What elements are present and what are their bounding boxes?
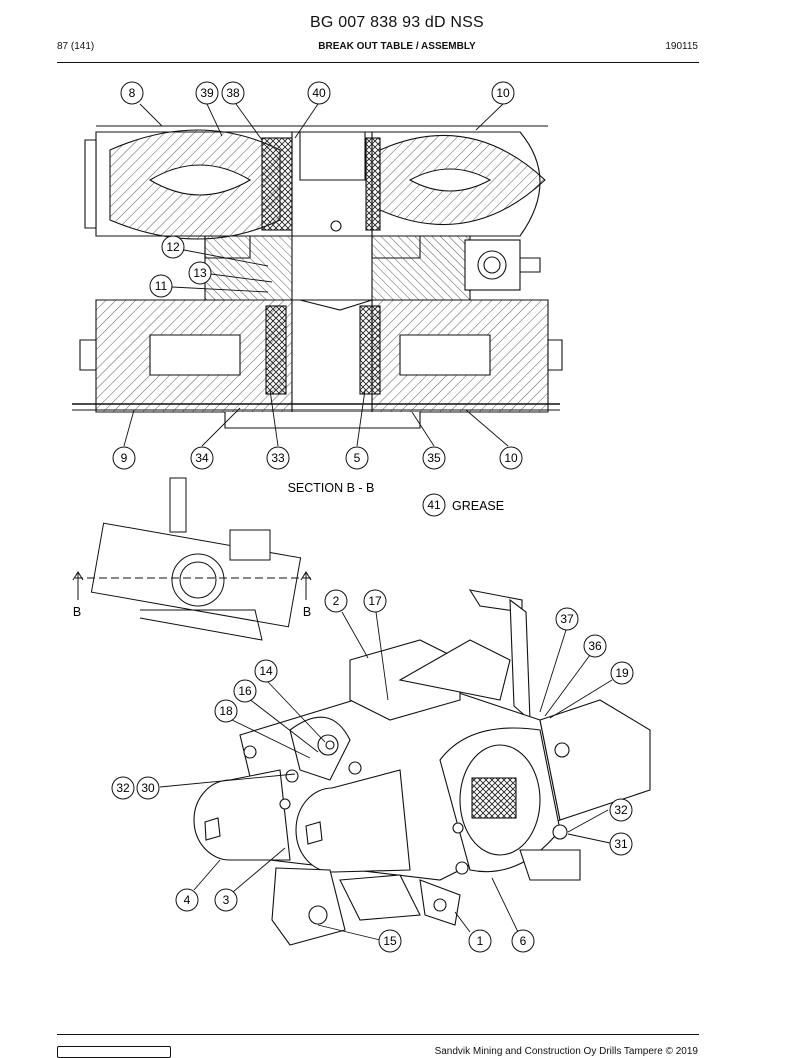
header-rule: [57, 62, 699, 63]
svg-text:15: 15: [383, 934, 397, 948]
svg-text:17: 17: [368, 594, 382, 608]
leader-lines: [123, 103, 509, 447]
svg-text:9: 9: [121, 451, 128, 465]
leader-lines-iso: [159, 611, 613, 941]
page-number: 87 (141): [57, 41, 95, 52]
svg-text:4: 4: [184, 893, 191, 907]
svg-text:19: 19: [615, 666, 629, 680]
callout-10-bottom: 10: [499, 446, 523, 470]
callout-3: 3: [214, 888, 238, 912]
callout-9: 9: [112, 446, 136, 470]
callout-35: 35: [422, 446, 446, 470]
grease-note: 41 GREASE: [422, 493, 504, 517]
callout-4: 4: [175, 888, 199, 912]
callout-37: 37: [555, 607, 579, 631]
svg-text:35: 35: [427, 451, 441, 465]
svg-text:39: 39: [200, 86, 214, 100]
callout-2: 2: [324, 589, 348, 613]
callout-14: 14: [254, 659, 278, 683]
callout-8: 8: [120, 81, 144, 105]
callout-1: 1: [468, 929, 492, 953]
callout-19: 19: [610, 661, 634, 685]
callout-12: 12: [161, 235, 185, 259]
callout-38: 38: [221, 81, 245, 105]
svg-text:18: 18: [219, 704, 233, 718]
svg-text:3: 3: [223, 893, 230, 907]
callout-31: 31: [609, 832, 633, 856]
callout-10-top: 10: [491, 81, 515, 105]
callout-15: 15: [378, 929, 402, 953]
svg-text:32: 32: [116, 781, 130, 795]
callout-5: 5: [345, 446, 369, 470]
document-number: BG 007 838 93 dD NSS: [310, 14, 484, 31]
callout-32-left: 32: [111, 776, 135, 800]
svg-text:10: 10: [496, 86, 510, 100]
cut-mark-left: B: [73, 605, 81, 619]
callout-17: 17: [363, 589, 387, 613]
revision-date: 190115: [665, 41, 698, 52]
svg-text:38: 38: [226, 86, 240, 100]
callout-18: 18: [214, 699, 238, 723]
grease-note-number: 41: [427, 498, 441, 512]
callout-33: 33: [266, 446, 290, 470]
callout-40: 40: [307, 81, 331, 105]
svg-text:32: 32: [614, 803, 628, 817]
footer-copyright: Sandvik Mining and Construction Oy Drill…: [434, 1046, 698, 1057]
callout-13: 13: [188, 261, 212, 285]
callout-16: 16: [233, 679, 257, 703]
grease-note-text: GREASE: [452, 499, 504, 513]
svg-text:14: 14: [259, 664, 273, 678]
svg-text:37: 37: [560, 612, 574, 626]
svg-text:11: 11: [155, 279, 168, 293]
callout-39: 39: [195, 81, 219, 105]
svg-text:30: 30: [141, 781, 155, 795]
callouts: 8 39 38 40 10 12 13 11 9 34 33 5 35 10 2…: [111, 81, 634, 953]
svg-text:2: 2: [333, 594, 340, 608]
svg-text:16: 16: [238, 684, 252, 698]
svg-text:33: 33: [271, 451, 285, 465]
callout-6: 6: [511, 929, 535, 953]
isometric-view: [193, 589, 651, 946]
svg-text:5: 5: [354, 451, 361, 465]
callout-34: 34: [190, 446, 214, 470]
section-label: SECTION B - B: [288, 481, 375, 495]
footer-rule: [57, 1034, 699, 1035]
sandvik-logo: [57, 1046, 171, 1058]
callout-11: 11: [149, 274, 173, 298]
svg-text:13: 13: [193, 266, 207, 280]
svg-text:40: 40: [312, 86, 326, 100]
svg-text:12: 12: [166, 240, 180, 254]
cut-mark-right: B: [303, 605, 311, 619]
svg-text:1: 1: [477, 934, 484, 948]
svg-text:8: 8: [129, 86, 136, 100]
svg-text:34: 34: [195, 451, 209, 465]
section-view: [72, 125, 563, 429]
page-title: BREAK OUT TABLE / ASSEMBLY: [318, 41, 476, 52]
callout-30: 30: [136, 776, 160, 800]
callout-36: 36: [583, 634, 607, 658]
callout-32-right: 32: [609, 798, 633, 822]
svg-text:36: 36: [588, 639, 602, 653]
svg-text:6: 6: [520, 934, 527, 948]
svg-text:10: 10: [504, 451, 518, 465]
side-view: [72, 477, 312, 641]
svg-text:31: 31: [614, 837, 628, 851]
